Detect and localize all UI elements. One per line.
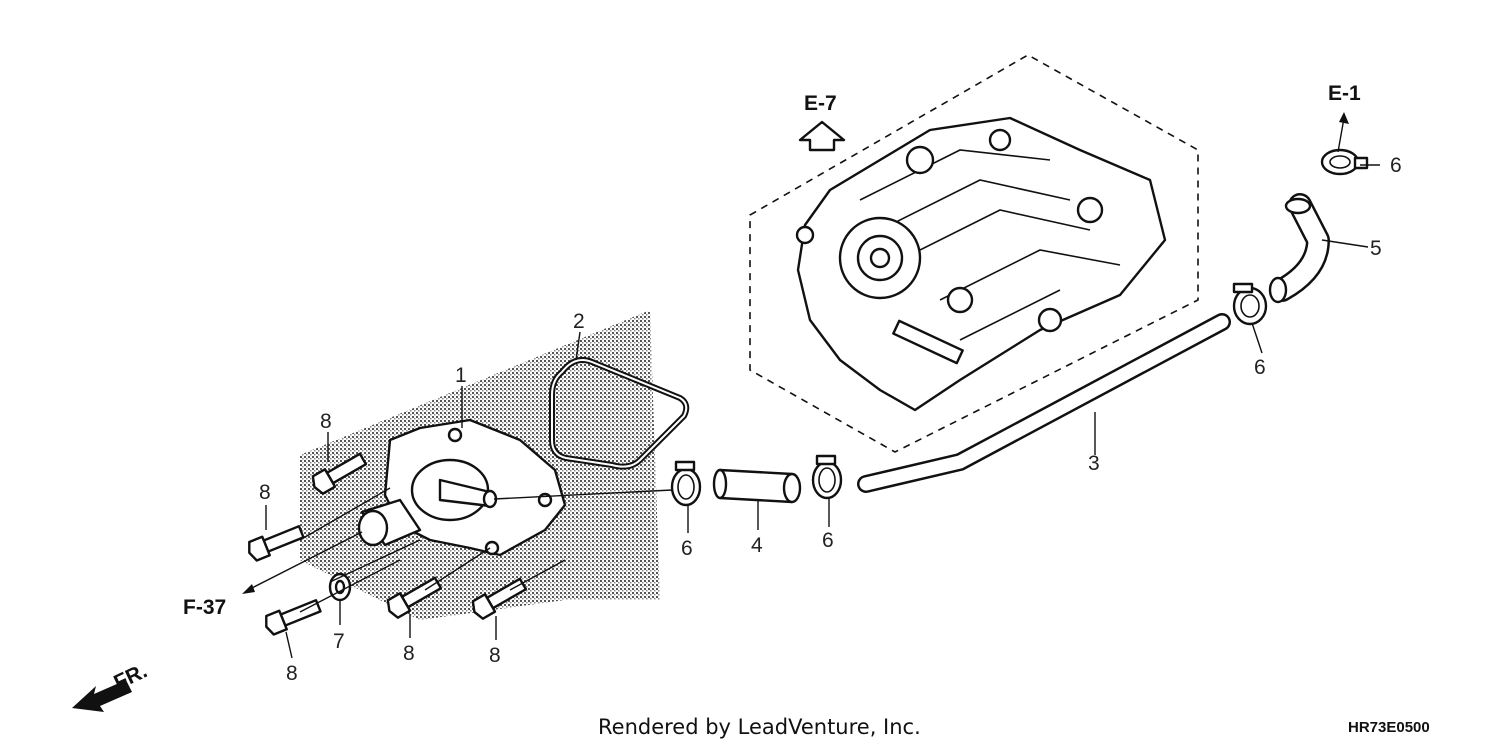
bolt-part-8	[386, 576, 443, 619]
diagram-code: HR73E0500	[1348, 719, 1430, 736]
callout-2: 2	[573, 310, 585, 333]
front-arrow-icon	[72, 680, 132, 712]
crankcase-stud	[892, 319, 964, 365]
ref-f37: F-37	[183, 596, 226, 619]
pump-bolt-hole	[484, 540, 500, 556]
callout-6-clamp-a: 6	[681, 537, 693, 560]
crankcase-boss	[795, 225, 815, 245]
water-pipe-part-3-inner	[859, 315, 1229, 491]
bolt-part-8	[311, 452, 368, 495]
bolt-part-8	[248, 525, 305, 562]
short-hose-end-left	[712, 468, 728, 500]
water-pump-cover-part-1	[357, 418, 567, 557]
callout-8-bolt-c: 8	[286, 662, 298, 685]
callout-6-clamp-d: 6	[1390, 154, 1402, 177]
crankcase-boss	[1037, 307, 1063, 333]
engine-dashed-boundary	[749, 54, 1199, 453]
up-arrow-icon	[798, 120, 846, 152]
callout-7: 7	[333, 630, 345, 653]
engine-crankcase-group	[749, 54, 1199, 453]
f37-leader	[247, 531, 363, 591]
elbow-hose-end	[1284, 197, 1312, 215]
crankcase-boss	[1076, 196, 1104, 224]
hose-clamp-part-6	[1232, 282, 1268, 326]
short-hose-end-right	[782, 472, 802, 504]
callout-8-bolt-b: 8	[259, 481, 271, 504]
callout-8-bolt-a: 8	[320, 410, 332, 433]
crankcase-ribs	[859, 149, 1121, 341]
bolt-part-8	[265, 599, 322, 636]
e1-leader	[1337, 117, 1345, 153]
callout-8-bolt-d: 8	[403, 642, 415, 665]
callout-8-bolt-e: 8	[489, 644, 501, 667]
callout-6-clamp-c: 6	[1254, 356, 1266, 379]
gasket-inner-line	[551, 359, 688, 468]
callout-4: 4	[751, 534, 763, 557]
e1-arrow-head	[1339, 112, 1349, 124]
callout-5: 5	[1370, 237, 1382, 260]
leader-lines	[265, 164, 1380, 659]
f37-arrow-head	[242, 584, 255, 594]
pump-inlet-opening	[357, 509, 389, 547]
elbow-hose-end	[1268, 276, 1288, 304]
render-credit: Rendered by LeadVenture, Inc.	[598, 715, 921, 739]
crankcase-body	[796, 116, 1167, 412]
crankcase-boss	[905, 145, 935, 175]
crankcase-boss	[946, 286, 974, 314]
callout-6-clamp-b: 6	[822, 529, 834, 552]
hose-clamp-part-6	[670, 460, 702, 507]
elbow-hose-part-5-inner	[1272, 195, 1328, 300]
hose-clamp-part-6	[1320, 148, 1369, 176]
crankcase-boss	[988, 128, 1012, 152]
pump-bolt-hole	[447, 427, 463, 443]
ref-e1: E-1	[1328, 82, 1361, 105]
pump-shaft	[869, 247, 891, 269]
ref-e7: E-7	[804, 92, 837, 115]
hose-clamp-part-6	[811, 454, 843, 500]
short-hose-part-4	[718, 468, 794, 504]
callout-1: 1	[455, 364, 467, 387]
callout-3: 3	[1088, 452, 1100, 475]
bolt-part-8	[471, 577, 528, 620]
